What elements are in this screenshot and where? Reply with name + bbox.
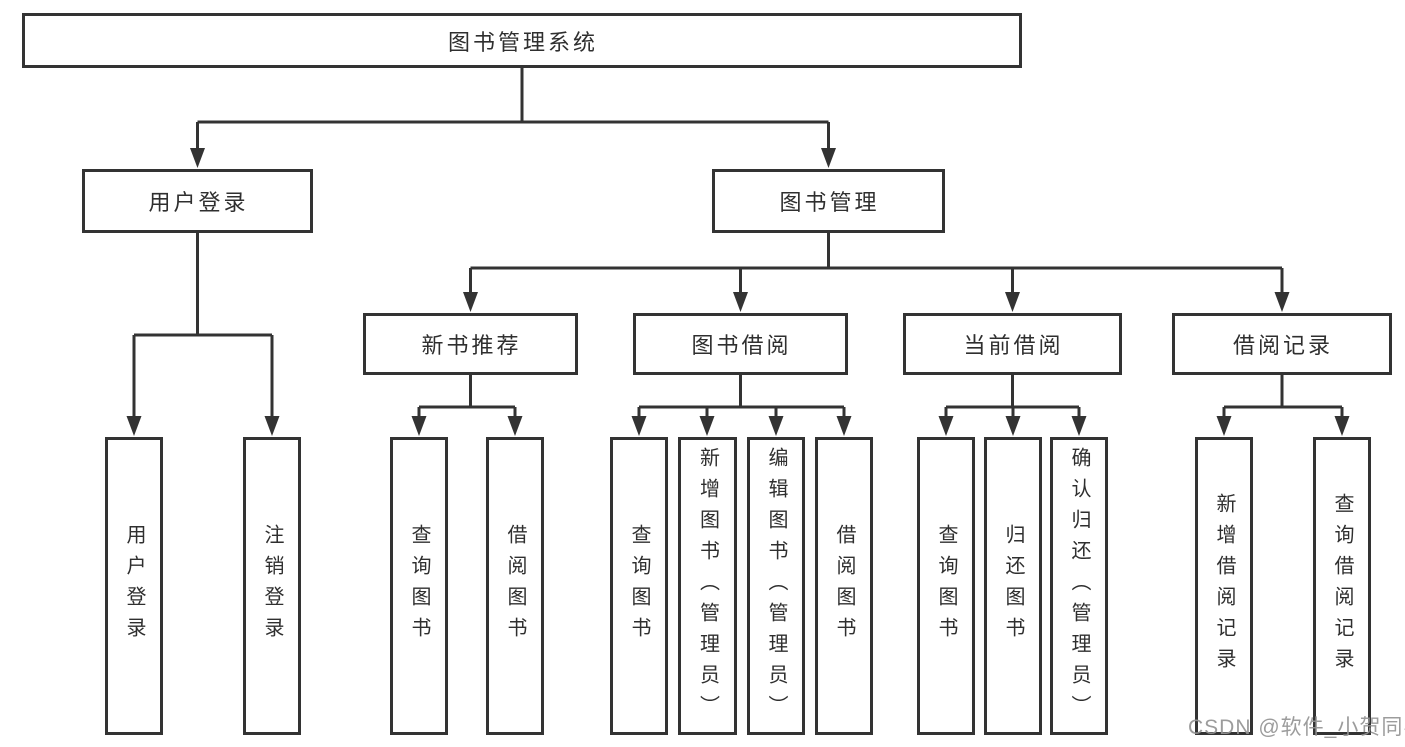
node-label: 借阅记录 <box>1232 333 1333 358</box>
node-label: 查询图书 <box>628 524 650 648</box>
node-book-management: 图书管理 <box>712 169 945 233</box>
connector-root-to-level2 <box>196 68 830 152</box>
csdn-watermark: CSDN @软件_小贺同学 <box>1188 716 1405 739</box>
node-label: 图书借阅 <box>691 333 792 358</box>
leaf-query-borrow-record: 查询借阅记录 <box>1313 437 1371 735</box>
node-label: 用户登录 <box>148 190 249 215</box>
leaf-return-books: 归还图书 <box>984 437 1042 735</box>
node-label: 新增借阅记录 <box>1213 493 1235 679</box>
connector-user-login-children <box>132 233 274 420</box>
leaf-borrow-books: 借阅图书 <box>815 437 873 735</box>
arrowheads <box>126 148 1350 436</box>
node-new-book-recommend: 新书推荐 <box>363 313 578 375</box>
node-label: 确认归还（管理员） <box>1068 446 1090 726</box>
node-borrow-records: 借阅记录 <box>1172 313 1392 375</box>
node-label: 注销登录 <box>261 524 283 648</box>
leaf-add-borrow-record: 新增借阅记录 <box>1195 437 1253 735</box>
connector-current-borrowing-children <box>944 375 1081 420</box>
node-label: 图书管理系统 <box>447 29 598 55</box>
leaf-user-login: 用户登录 <box>105 437 163 735</box>
node-label: 查询借阅记录 <box>1331 493 1353 679</box>
node-label: 查询图书 <box>935 524 957 648</box>
node-current-borrowing: 当前借阅 <box>903 313 1122 375</box>
node-label: 借阅图书 <box>833 524 855 648</box>
node-label: 当前借阅 <box>963 333 1064 358</box>
leaf-query-books-recommend: 查询图书 <box>390 437 448 735</box>
connector-book-management-children <box>469 233 1284 296</box>
leaf-query-books-current: 查询图书 <box>917 437 975 735</box>
node-library-management-system: 图书管理系统 <box>22 13 1022 68</box>
node-label: 查询图书 <box>408 524 430 648</box>
leaf-confirm-return-admin: 确认归还（管理员） <box>1050 437 1108 735</box>
node-user-login: 用户登录 <box>82 169 313 233</box>
node-label: 借阅图书 <box>504 524 526 648</box>
leaf-edit-book-admin: 编辑图书（管理员） <box>747 437 805 735</box>
connector-borrow-records-children <box>1222 375 1344 420</box>
node-label: 新书推荐 <box>421 333 522 358</box>
node-book-borrowing: 图书借阅 <box>633 313 848 375</box>
connector-new-book-children <box>417 375 517 420</box>
leaf-logout: 注销登录 <box>243 437 301 735</box>
leaf-query-books-borrowing: 查询图书 <box>610 437 668 735</box>
node-label: 图书管理 <box>779 190 880 215</box>
leaf-borrow-books-recommend: 借阅图书 <box>486 437 544 735</box>
leaf-add-book-admin: 新增图书（管理员） <box>678 437 737 735</box>
node-label: 新增图书（管理员） <box>696 446 719 726</box>
node-label: 归还图书 <box>1002 524 1024 648</box>
connector-book-borrowing-children <box>637 375 846 420</box>
node-label: 用户登录 <box>123 524 145 648</box>
node-label: 编辑图书（管理员） <box>765 446 787 726</box>
